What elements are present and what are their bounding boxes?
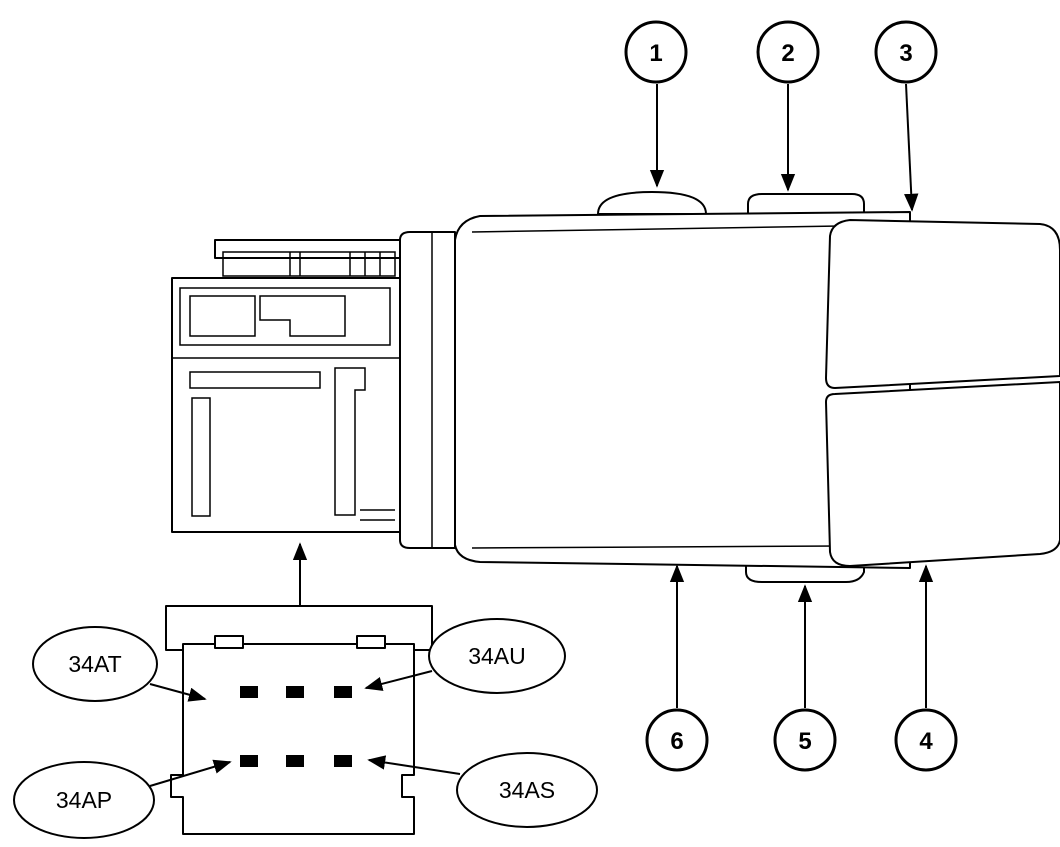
pin (334, 755, 352, 767)
callout-2-number: 2 (781, 40, 794, 67)
top-button-1 (597, 191, 707, 215)
pin (240, 755, 258, 767)
pin (286, 686, 304, 698)
leader-34au (364, 670, 433, 691)
leader-34ap (149, 759, 232, 787)
leader-34at (149, 683, 207, 702)
pin-label-34ap-text: 34AP (56, 787, 112, 813)
callout-1-number: 1 (649, 40, 662, 67)
callout-5-number: 5 (798, 728, 811, 755)
pin (334, 686, 352, 698)
pin-label-34as-text: 34AS (499, 777, 555, 803)
callout-6-number: 6 (670, 728, 683, 755)
connector-housing (171, 239, 401, 533)
callout-4-number: 4 (919, 728, 933, 755)
callout-3-number: 3 (899, 40, 912, 67)
pin-label-34au: 34AU (428, 618, 566, 694)
connector-face (165, 605, 433, 835)
switch-body (454, 211, 911, 569)
callout-6: 6 (645, 708, 709, 772)
pin-label-34ap: 34AP (13, 761, 155, 839)
top-button-2 (747, 193, 865, 215)
pin-label-34au-text: 34AU (468, 643, 526, 669)
callout-3: 3 (874, 20, 938, 84)
switch-collar (399, 231, 456, 549)
callout-5: 5 (773, 708, 837, 772)
leader-34as (367, 755, 461, 775)
pin (240, 686, 258, 698)
pin-label-34as: 34AS (456, 752, 598, 828)
pin-label-34at-text: 34AT (68, 651, 121, 677)
switch-end-cap (825, 219, 1060, 567)
pin-label-34at: 34AT (32, 626, 158, 702)
callout-1: 1 (624, 20, 688, 84)
pin (286, 755, 304, 767)
leader-arrow-3 (904, 83, 919, 212)
connector-pins (240, 686, 352, 767)
callout-4: 4 (894, 708, 958, 772)
callout-2: 2 (756, 20, 820, 84)
